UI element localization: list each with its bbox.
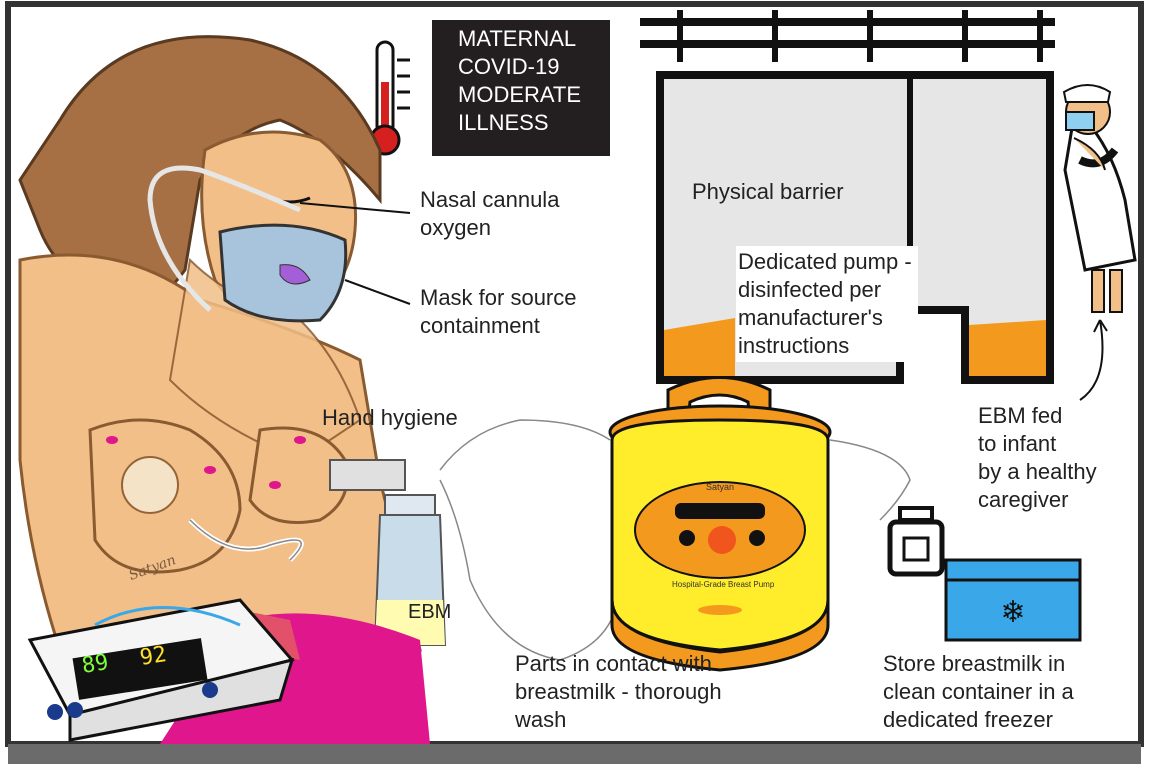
monitor-value-left: 89 <box>80 650 110 679</box>
label-ebm-fed-line-3: by a healthy <box>978 458 1097 486</box>
breast-pump <box>610 378 830 671</box>
label-nasal-cannula-line-2: oxygen <box>420 214 559 242</box>
title-line-2: COVID-19 <box>458 53 610 81</box>
label-mask: Mask for source containment <box>420 284 577 340</box>
label-dedicated-pump-line-2: disinfected per <box>738 276 912 304</box>
label-ebm-fed-line-4: caregiver <box>978 486 1097 514</box>
title-line-3: MODERATE <box>458 81 610 109</box>
bottom-band <box>8 744 1141 764</box>
label-physical-barrier: Physical barrier <box>692 178 844 206</box>
label-store-milk-line-3: dedicated freezer <box>883 706 1074 734</box>
label-dedicated-pump: Dedicated pump - disinfected per manufac… <box>736 246 918 362</box>
label-store-milk: Store breastmilk in clean container in a… <box>883 650 1074 734</box>
title-line-1: MATERNAL <box>458 25 610 53</box>
label-parts-wash: Parts in contact with breastmilk - thoro… <box>515 650 722 734</box>
diagram-title: MATERNAL COVID-19 MODERATE ILLNESS <box>432 20 610 156</box>
label-parts-wash-line-1: Parts in contact with <box>515 650 722 678</box>
label-ebm-fed-line-2: to infant <box>978 430 1097 458</box>
label-parts-wash-line-2: breastmilk - thorough <box>515 678 722 706</box>
label-hand-hygiene: Hand hygiene <box>322 404 458 432</box>
label-ebm-fed-line-1: EBM fed <box>978 402 1097 430</box>
label-dedicated-pump-line-4: instructions <box>738 332 912 360</box>
label-ebm-fed: EBM fed to infant by a healthy caregiver <box>978 402 1097 514</box>
label-parts-wash-line-3: wash <box>515 706 722 734</box>
label-mask-line-2: containment <box>420 312 577 340</box>
label-dedicated-pump-line-3: manufacturer's <box>738 304 912 332</box>
monitor-value-right: 92 <box>138 642 168 671</box>
label-ebm-bottle: EBM <box>408 598 451 626</box>
label-store-milk-line-1: Store breastmilk in <box>883 650 1074 678</box>
snowflake-icon: ❄ <box>1000 595 1025 630</box>
pump-caption-text: Hospital-Grade Breast Pump <box>672 580 774 589</box>
label-dedicated-pump-line-1: Dedicated pump - <box>738 248 912 276</box>
label-nasal-cannula-line-1: Nasal cannula <box>420 186 559 214</box>
title-line-4: ILLNESS <box>458 109 610 137</box>
label-store-milk-line-2: clean container in a <box>883 678 1074 706</box>
label-nasal-cannula: Nasal cannula oxygen <box>420 186 559 242</box>
pump-brand-text: Satyan <box>706 482 734 492</box>
label-mask-line-1: Mask for source <box>420 284 577 312</box>
